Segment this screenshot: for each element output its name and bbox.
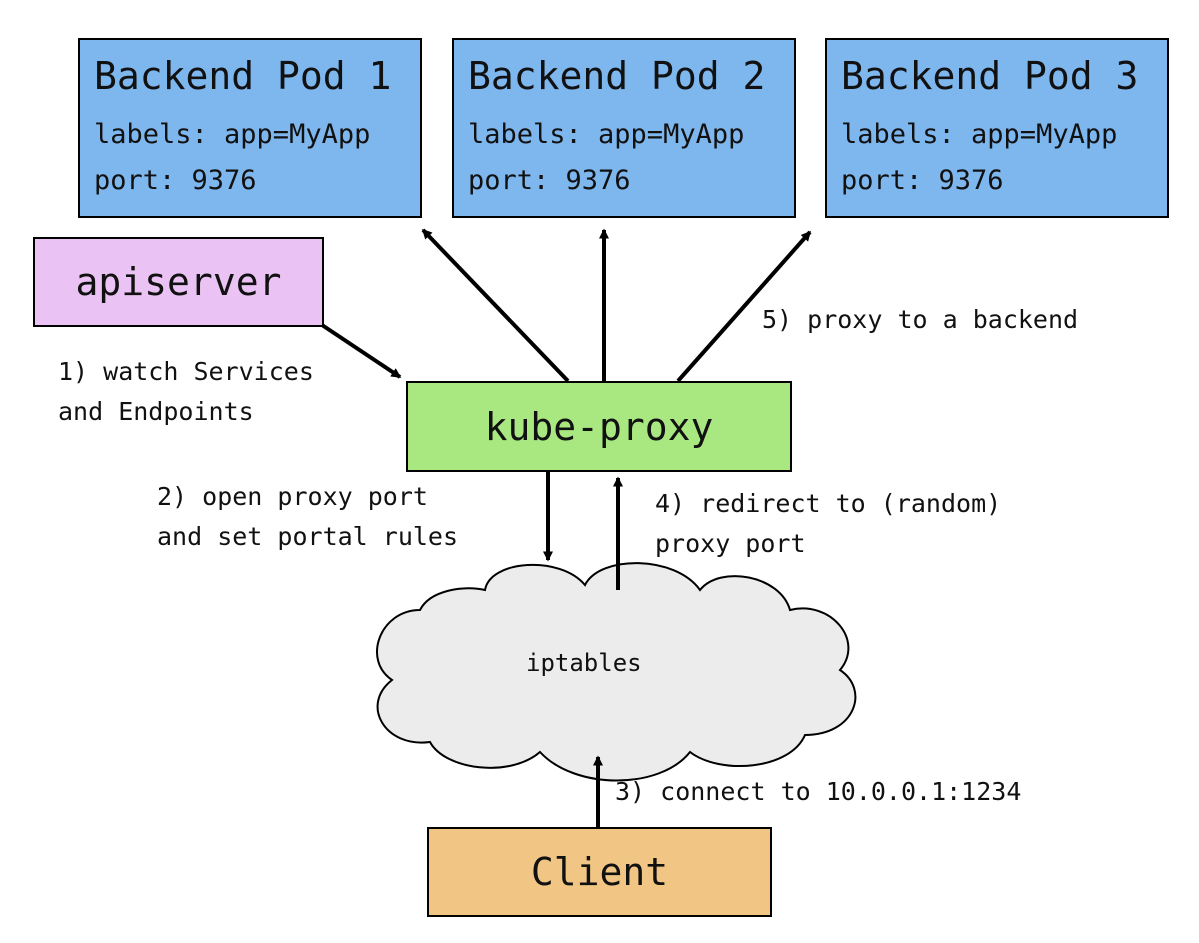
step4-label-line2: proxy port xyxy=(655,529,806,558)
backend-pod-1: Backend Pod 1 labels: app=MyApp port: 93… xyxy=(78,38,422,218)
iptables-cloud xyxy=(376,562,857,782)
pod-port: port: 9376 xyxy=(841,165,1004,196)
kube-proxy-label: kube-proxy xyxy=(484,404,714,449)
step2-label-line2: and set portal rules xyxy=(157,522,459,551)
step4-label-line1: 4) redirect to (random) xyxy=(655,489,1002,518)
pod-title: Backend Pod 1 xyxy=(94,54,392,98)
step1-label-line1: 1) watch Services xyxy=(58,357,314,386)
arrow-proxy-to-pod1 xyxy=(421,228,570,383)
pod-labels: labels: app=MyApp xyxy=(468,119,745,150)
iptables-label: iptables xyxy=(526,649,642,677)
pod-title: Backend Pod 2 xyxy=(468,54,766,98)
backend-pod-2: Backend Pod 2 labels: app=MyApp port: 93… xyxy=(452,38,796,218)
arrow-apiserver-to-proxy xyxy=(320,323,402,379)
apiserver-label: apiserver xyxy=(75,260,282,304)
kube-proxy-node: kube-proxy xyxy=(406,381,792,472)
pod-labels: labels: app=MyApp xyxy=(94,119,371,150)
pod-port: port: 9376 xyxy=(94,165,257,196)
pod-port: port: 9376 xyxy=(468,165,631,196)
backend-pod-3: Backend Pod 3 labels: app=MyApp port: 93… xyxy=(825,38,1169,218)
arrow-proxy-to-pod3 xyxy=(676,230,812,383)
client-label: Client xyxy=(530,850,669,894)
apiserver-node: apiserver xyxy=(33,237,324,327)
pod-labels: labels: app=MyApp xyxy=(841,119,1118,150)
client-node: Client xyxy=(427,827,772,917)
step1-label-line2: and Endpoints xyxy=(58,397,254,426)
step2-label-line1: 2) open proxy port xyxy=(157,482,428,511)
pod-title: Backend Pod 3 xyxy=(841,54,1139,98)
step3-label: 3) connect to 10.0.0.1:1234 xyxy=(615,777,1022,806)
step5-label: 5) proxy to a backend xyxy=(762,305,1079,334)
